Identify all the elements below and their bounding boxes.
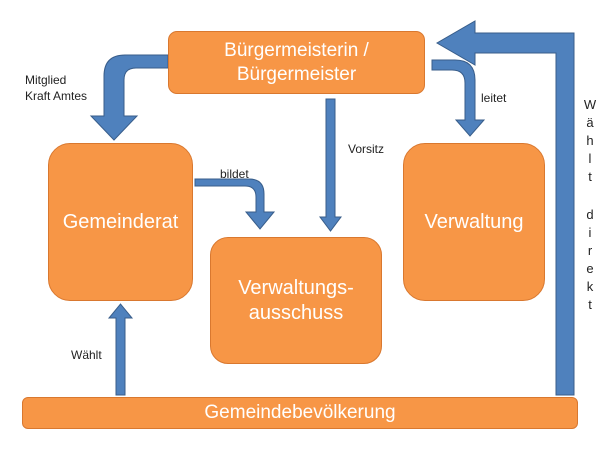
elects-directly-char: W — [583, 97, 597, 112]
population-label: Gemeindebevölkerung — [204, 402, 396, 423]
elects-directly-char: k — [586, 279, 594, 294]
mayor-label-line1: Bürgermeisterin / — [224, 39, 369, 61]
chairs-label: Vorsitz — [348, 142, 385, 156]
elects-directly-char: r — [587, 243, 593, 258]
leads-label: leitet — [481, 91, 507, 105]
elects-directly-char: e — [586, 261, 594, 276]
council-box: Gemeinderat — [48, 143, 193, 301]
member-label-line2: Kraft Amtes — [25, 89, 88, 103]
elects-directly-char: l — [588, 151, 592, 166]
arrow-council-to-committee — [194, 178, 276, 230]
mayor-box: Bürgermeisterin / Bürgermeister — [168, 31, 425, 94]
population-box: Gemeindebevölkerung — [22, 397, 578, 429]
committee-label-line2: ausschuss — [248, 301, 344, 324]
forms-label: bildet — [220, 167, 249, 181]
committee-box: Verwaltungs- ausschuss — [210, 237, 382, 364]
council-label: Gemeinderat — [62, 210, 179, 233]
elects-directly-char: i — [588, 225, 592, 240]
elects-directly-char: h — [586, 133, 594, 148]
member-label-line1: Mitglied — [25, 73, 67, 87]
arrow-mayor-to-committee — [319, 98, 342, 232]
arrow-population-to-council — [107, 303, 134, 396]
mayor-label-line2: Bürgermeister — [236, 63, 357, 85]
arrow-mayor-to-admin — [431, 59, 486, 137]
arrow-population-to-mayor — [436, 20, 575, 396]
elects-directly-char: t — [588, 169, 592, 184]
elects-directly-char: t — [588, 297, 592, 312]
committee-label-line1: Verwaltungs- — [238, 276, 354, 299]
administration-label: Verwaltung — [424, 210, 524, 233]
elects-directly-label: W ä h l t d i r e k t — [580, 96, 600, 314]
elects-directly-char: ä — [586, 115, 594, 130]
elects-directly-char: d — [586, 207, 594, 222]
elects-label: Wählt — [71, 348, 102, 362]
member-ex-officio-label: Mitglied Kraft Amtes — [25, 72, 115, 104]
arrow-mayor-to-council — [89, 54, 169, 141]
administration-box: Verwaltung — [403, 143, 545, 301]
